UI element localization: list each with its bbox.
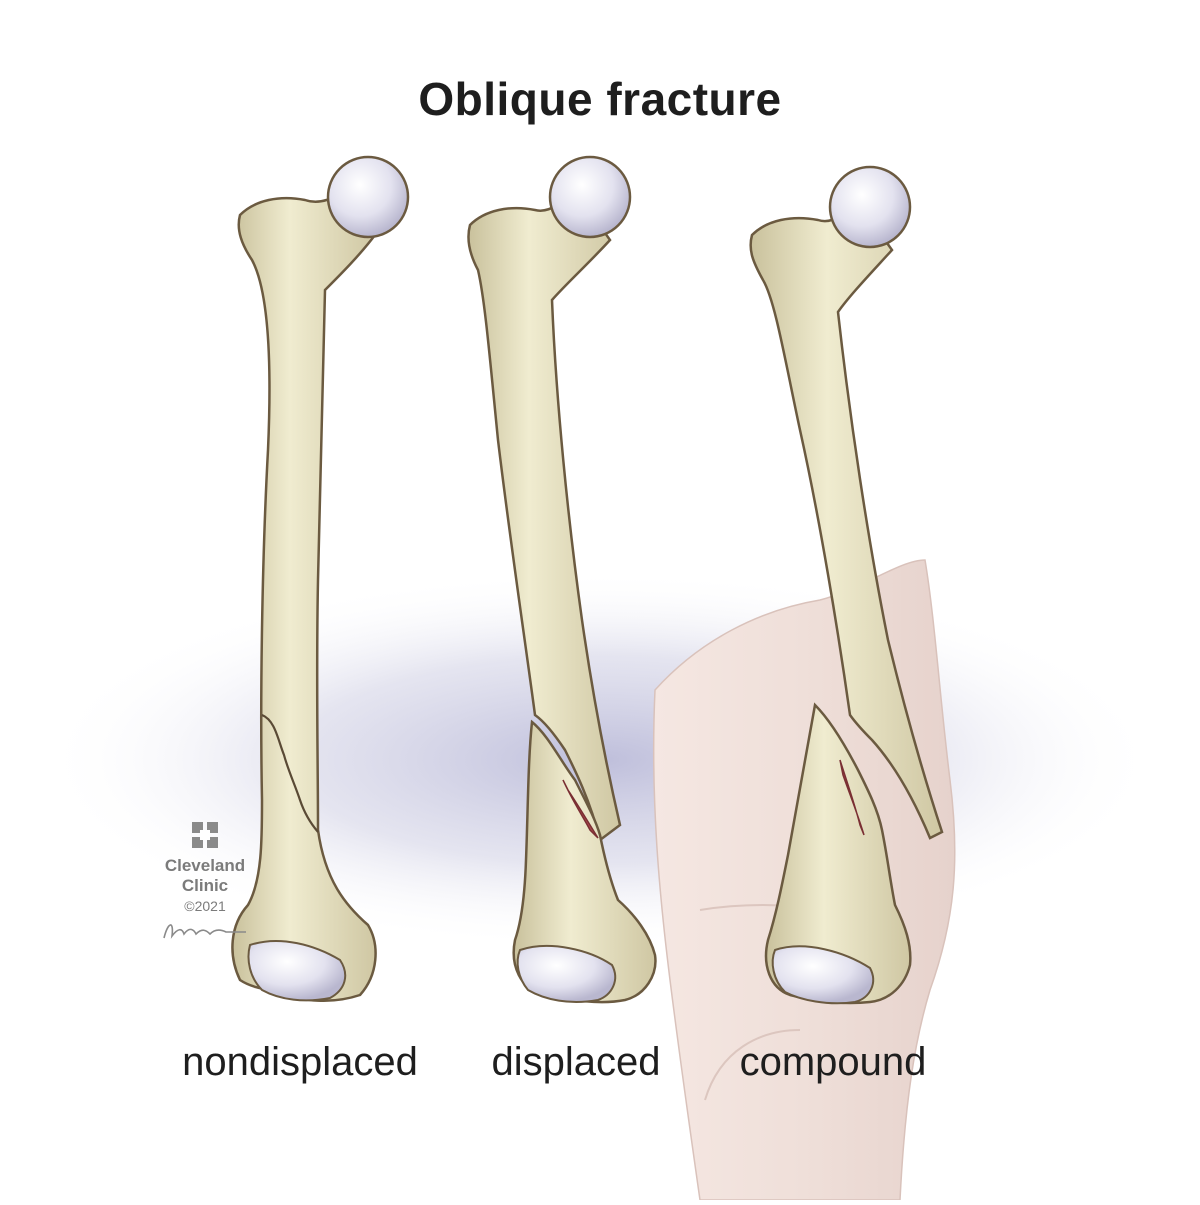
cleveland-clinic-logo-icon (192, 822, 218, 848)
fracture-line (261, 713, 319, 833)
knee-crease (704, 1029, 801, 1101)
femur-upper-fragment (467, 188, 622, 843)
femoral-head (548, 155, 632, 239)
femur-displaced (467, 155, 657, 1004)
brand-logo: Cleveland Clinic ©2021 (150, 820, 260, 944)
page-title: Oblique fracture (418, 73, 782, 125)
femur-lower-fragment (512, 719, 657, 1004)
femur-compound (749, 165, 944, 1005)
label-nondisplaced: nondisplaced (182, 1040, 418, 1084)
condyle-cartilage (247, 939, 347, 1002)
artist-signature (163, 924, 246, 939)
femoral-head (326, 155, 410, 239)
label-displaced: displaced (491, 1040, 661, 1084)
femur-shaft (231, 188, 377, 1003)
brand-name-line1: Cleveland (164, 856, 246, 875)
femur-nondisplaced (231, 155, 410, 1003)
condyle-cartilage (771, 945, 875, 1005)
femur-lower-fragment (764, 702, 912, 1005)
femoral-head (828, 165, 912, 249)
fracture-blood (839, 759, 865, 836)
copyright: ©2021 (184, 898, 226, 914)
brand-name-line2: Clinic (181, 876, 229, 895)
label-compound: compound (739, 1040, 927, 1084)
fracture-blood (562, 779, 599, 839)
femur-upper-fragment (749, 200, 944, 840)
condyle-cartilage (516, 944, 617, 1003)
